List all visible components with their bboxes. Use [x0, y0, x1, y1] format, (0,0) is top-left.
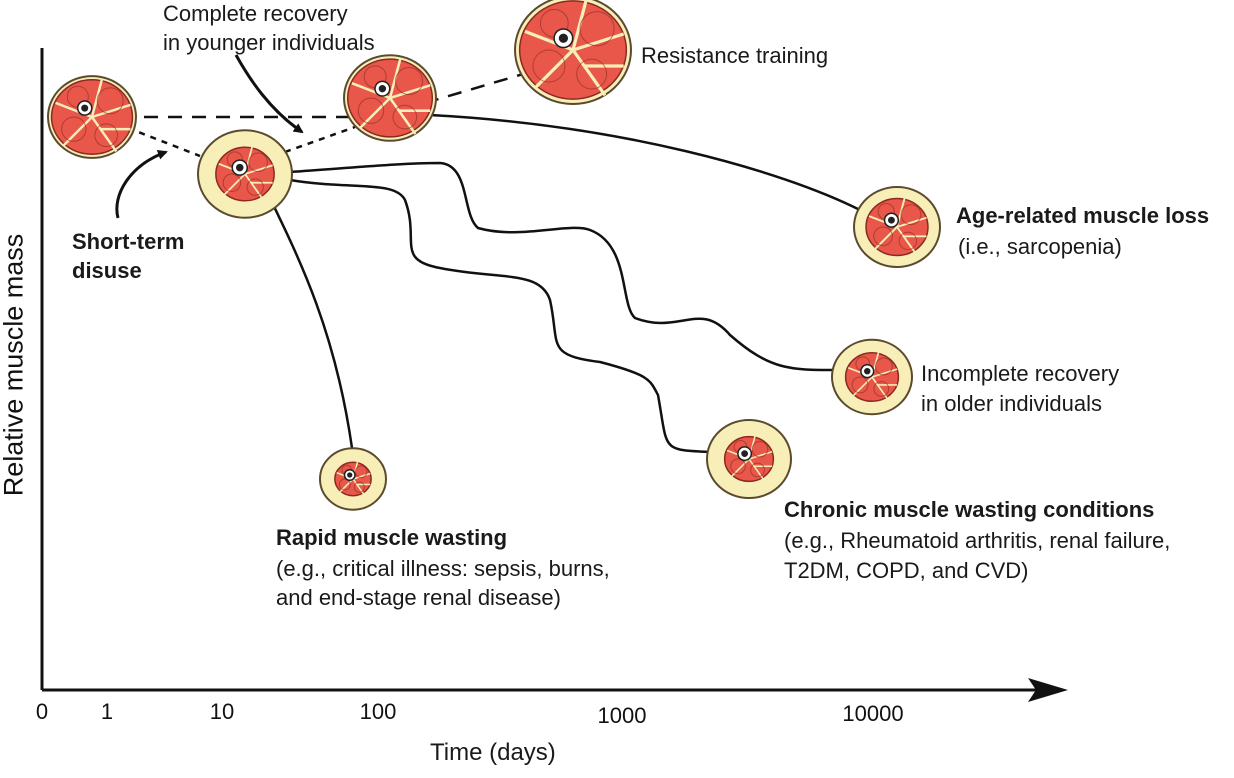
rapid-wasting-note-line1: (e.g., critical illness: sepsis, burns, — [276, 556, 610, 581]
incomplete-recovery-trajectory — [289, 161, 837, 372]
age-related-note: (i.e., sarcopenia) — [958, 234, 1122, 259]
rapid-wasting-note-line2: and end-stage renal disease) — [276, 585, 561, 610]
rapid-wasting-title: Rapid muscle wasting — [276, 525, 508, 550]
complete-recovery-arrow-icon — [234, 54, 304, 134]
chronic-wasting-note-line2: T2DM, COPD, and CVD) — [784, 558, 1029, 583]
incomplete-recovery-label-line2: in older individuals — [921, 391, 1102, 416]
x-tick-1000: 1000 — [597, 703, 647, 728]
muscle-cross-section-icon — [47, 75, 137, 159]
muscle-cross-section-icon — [343, 54, 437, 142]
muscle-cross-section-icon — [197, 129, 293, 219]
x-axis-label: Time (days) — [430, 739, 556, 766]
x-tick-10000: 10000 — [842, 701, 904, 726]
y-axis-label: Relative muscle mass — [0, 233, 29, 497]
chronic-wasting-trajectory — [289, 178, 711, 454]
complete-recovery-label-line1: Complete recovery — [163, 1, 348, 26]
rapid-wasting-trajectory — [264, 189, 354, 449]
muscle-cross-section-icon — [514, 0, 632, 105]
short-term-disuse-label-line1: Short-term — [72, 229, 185, 254]
complete-recovery-label-line2: in younger individuals — [163, 30, 375, 55]
x-tick-1: 1 — [100, 699, 114, 724]
dashed-training-line — [424, 70, 531, 105]
resistance-training-label: Resistance training — [641, 43, 829, 68]
chronic-wasting-note-line1: (e.g., Rheumatoid arthritis, renal failu… — [784, 528, 1171, 553]
x-axis-arrow-icon — [1028, 678, 1068, 702]
muscle-cross-section-icon — [831, 338, 913, 416]
x-tick-10: 10 — [209, 699, 235, 724]
short-term-disuse-arrow-icon — [115, 150, 168, 219]
dotted-recovery-line — [284, 125, 356, 154]
muscle-cross-section-icon — [319, 447, 387, 511]
dotted-disuse-line — [127, 126, 201, 158]
muscle-cross-section-icon — [706, 418, 792, 500]
chronic-wasting-title: Chronic muscle wasting conditions — [784, 497, 1155, 522]
muscle-cross-section-icon — [853, 186, 941, 268]
incomplete-recovery-label-line1: Incomplete recovery — [921, 361, 1120, 386]
short-term-disuse-label-line2: disuse — [72, 258, 142, 283]
x-tick-0: 0 — [35, 699, 49, 724]
x-tick-100: 100 — [359, 699, 397, 724]
age-related-title: Age-related muscle loss — [956, 203, 1210, 228]
sarcopenia-trajectory — [429, 113, 861, 212]
